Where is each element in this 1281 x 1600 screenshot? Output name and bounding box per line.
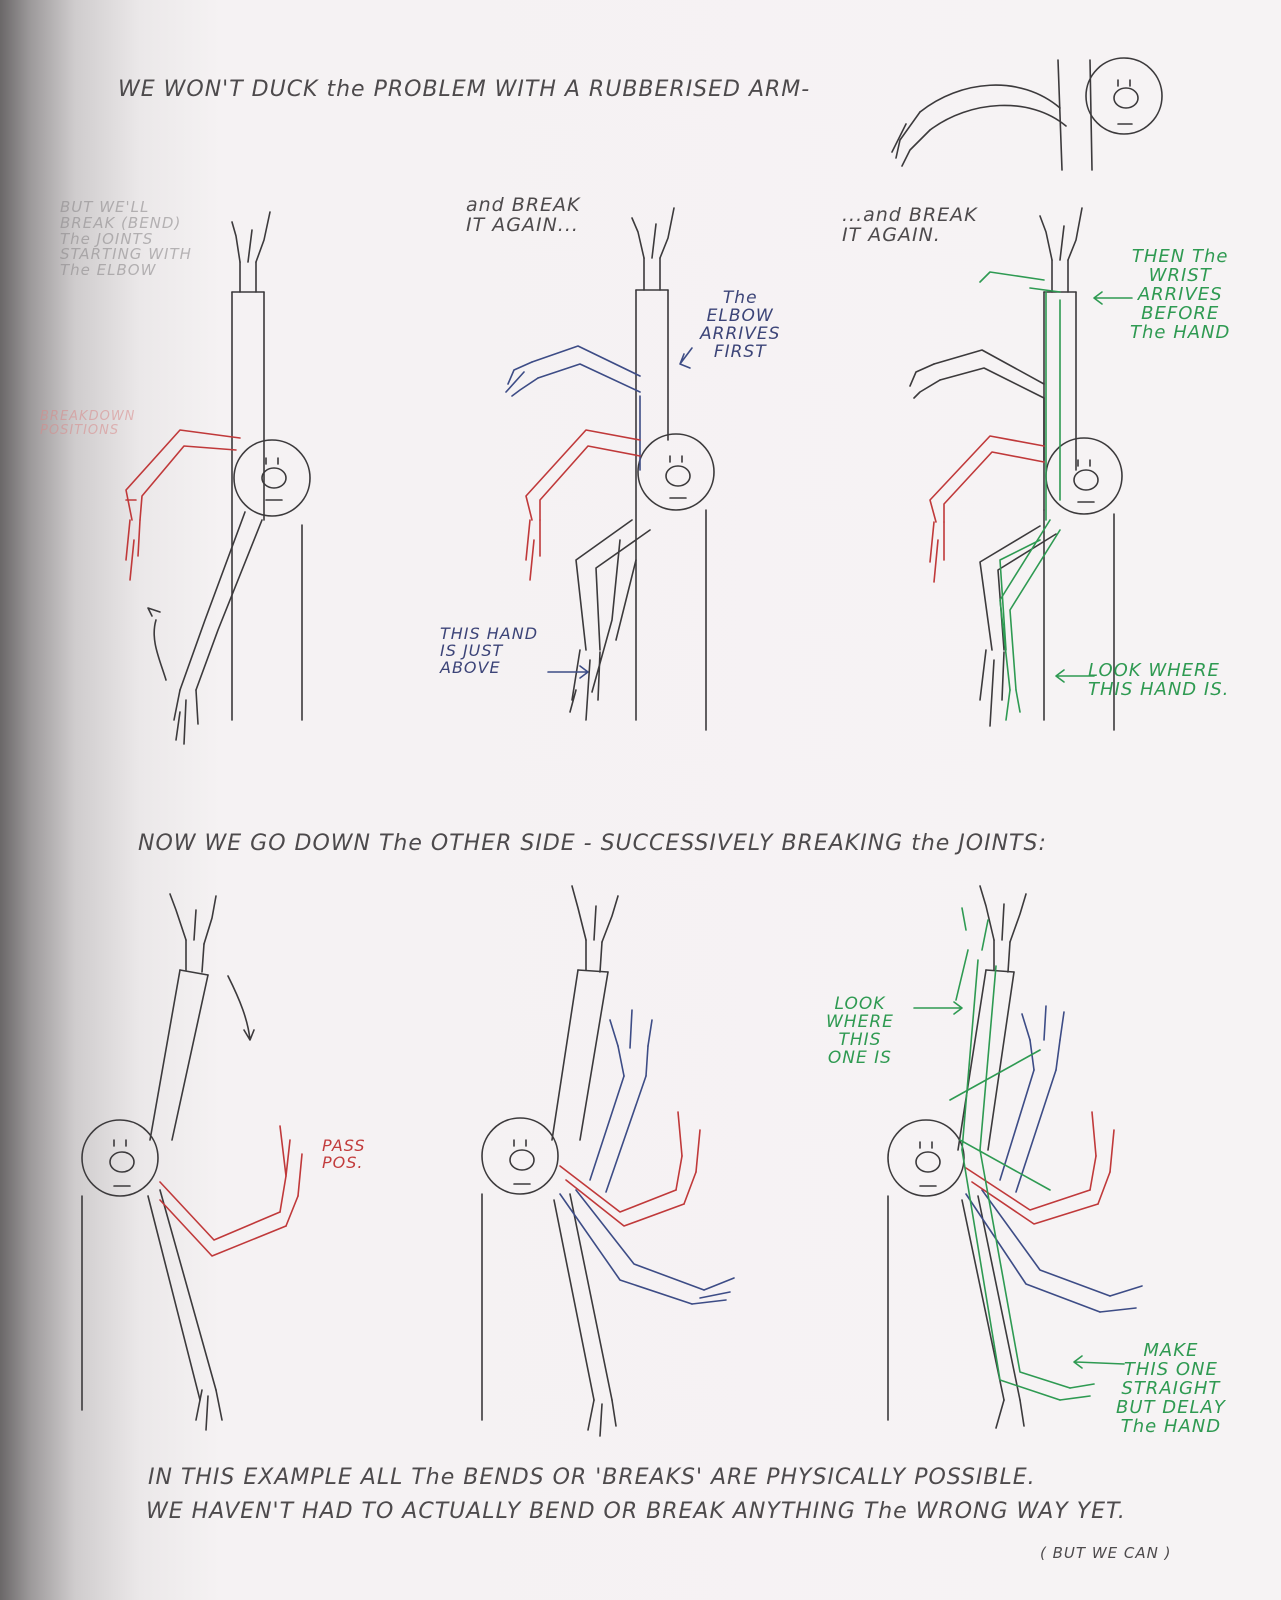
blue-arm-panel-5 bbox=[559, 1009, 735, 1305]
red-arm-panel-5 bbox=[559, 1111, 701, 1227]
make-straight-note: MAKE THIS ONE STRAIGHT BUT DELAY The HAN… bbox=[1116, 1340, 1226, 1437]
break-again-label-1: and BREAK IT AGAIN... bbox=[466, 194, 581, 236]
side-note-break-joints: BUT WE'LL BREAK (BEND) The JOINTS STARTI… bbox=[60, 198, 192, 279]
green-arm-panel-6 bbox=[949, 907, 1095, 1401]
footer-parenthetical: ( BUT WE CAN ) bbox=[1040, 1544, 1172, 1562]
headline-other-side: NOW WE GO DOWN The OTHER SIDE - SUCCESSI… bbox=[138, 831, 1047, 856]
figure-panel-2 bbox=[569, 207, 715, 731]
figure-panel-6 bbox=[887, 885, 1027, 1429]
black-arm-panel-3 bbox=[909, 349, 1045, 461]
green-arrows-bottom bbox=[913, 1001, 1125, 1369]
elbow-arrives-note: The ELBOW ARRIVES FIRST bbox=[700, 288, 781, 362]
figure-panel-3 bbox=[979, 207, 1123, 731]
red-arm-panel-1 bbox=[125, 429, 241, 581]
blue-arm-panel-2 bbox=[505, 345, 641, 471]
red-arm-panel-2 bbox=[525, 429, 641, 581]
hand-above-note: THIS HAND IS JUST ABOVE bbox=[440, 624, 539, 677]
red-arm-panel-6 bbox=[965, 1111, 1115, 1225]
red-note-breakdown: BREAKDOWN POSITIONS bbox=[40, 409, 136, 438]
red-arm-panel-4 bbox=[159, 1125, 303, 1257]
blue-arm-panel-6 bbox=[965, 1005, 1143, 1313]
green-arm-panel-3 bbox=[979, 271, 1061, 721]
green-arrows-top bbox=[1055, 291, 1133, 683]
annotation-arrows-top bbox=[547, 347, 693, 679]
headline-rubberised-arm: WE WON'T DUCK the PROBLEM WITH A RUBBERI… bbox=[118, 77, 811, 102]
red-arm-panel-3 bbox=[929, 435, 1045, 583]
footer-line-1: IN THIS EXAMPLE ALL The BENDS OR 'BREAKS… bbox=[148, 1465, 1036, 1490]
pass-position-label: PASS POS. bbox=[322, 1136, 366, 1172]
wrist-arrives-note: THEN The WRIST ARRIVES BEFORE The HAND bbox=[1130, 246, 1231, 343]
figure-panel-1 bbox=[147, 211, 311, 745]
footer-line-2: WE HAVEN'T HAD TO ACTUALLY BEND OR BREAK… bbox=[146, 1499, 1126, 1524]
figure-panel-5 bbox=[481, 885, 619, 1437]
break-again-label-2: ...and BREAK IT AGAIN. bbox=[842, 204, 978, 246]
look-where-one-note: LOOK WHERE THIS ONE IS bbox=[826, 994, 894, 1068]
rubber-arm-figure bbox=[891, 57, 1163, 171]
figure-panel-4 bbox=[81, 893, 255, 1431]
look-where-hand-note: LOOK WHERE THIS HAND IS. bbox=[1088, 660, 1230, 700]
